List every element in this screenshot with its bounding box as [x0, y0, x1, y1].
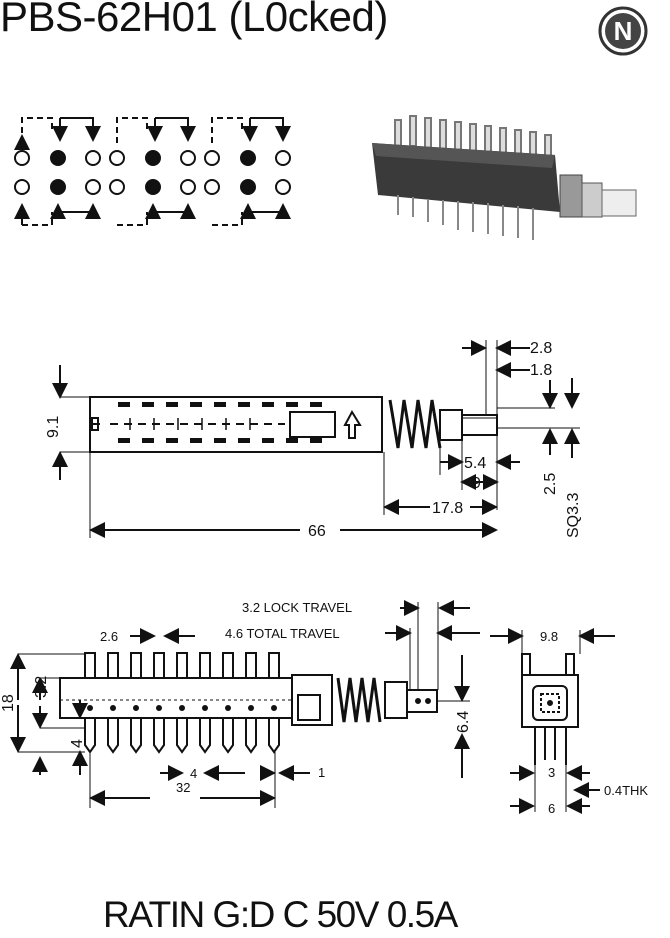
dim-side-2-5: 2.5	[542, 473, 559, 495]
dim-side-1-8: 1.8	[530, 362, 552, 379]
dim-side-2-8: 2.8	[530, 340, 552, 357]
brand-logo: N	[598, 6, 648, 56]
dim-end-0-4-thk: 0.4THK	[604, 783, 648, 798]
dim-front-4-vertical: 4	[69, 739, 86, 748]
side-terminals-bottom	[118, 438, 322, 443]
front-spring	[336, 677, 382, 723]
dim-front-3-2: 3.2	[33, 676, 50, 698]
dim-side-9: 9	[472, 475, 481, 492]
schematic-group-1	[14, 117, 101, 226]
product-photo	[372, 115, 637, 240]
dim-side-66: 66	[308, 523, 326, 540]
front-view	[10, 600, 480, 808]
dim-end-6: 6	[548, 801, 555, 816]
dim-side-9-1: 9.1	[45, 416, 62, 438]
dim-front-2-6: 2.6	[100, 629, 118, 644]
schematic-group-2	[109, 117, 196, 226]
dim-front-4: 4	[190, 766, 197, 781]
dim-side-sq3-3: SQ3.3	[565, 493, 582, 538]
dim-front-32: 32	[176, 780, 190, 795]
lock-travel-label: 3.2 LOCK TRAVEL	[242, 600, 352, 615]
schematic-group-3	[204, 117, 291, 226]
total-travel-label: 4.6 TOTAL TRAVEL	[225, 626, 340, 641]
rating-label: RATIN G:D C 50V 0.5A	[103, 894, 458, 935]
dim-end-9-8: 9.8	[540, 629, 558, 644]
dim-front-6-4: 6.4	[455, 711, 472, 733]
end-body	[521, 674, 579, 728]
front-top-pins	[84, 652, 280, 679]
part-title: PBS-62H01 (L0cked)	[0, 0, 388, 40]
dim-side-5-4: 5.4	[464, 455, 486, 472]
switch-schematic	[14, 117, 291, 226]
side-terminals-top	[118, 402, 322, 407]
logo-letter: N	[614, 16, 633, 46]
dim-end-3: 3	[548, 765, 555, 780]
dim-side-17-8: 17.8	[432, 500, 463, 517]
front-body	[59, 677, 293, 719]
side-spring	[388, 399, 442, 449]
end-view	[490, 628, 615, 814]
side-view	[52, 340, 580, 538]
front-bottom-pins	[84, 718, 280, 754]
dim-front-1: 1	[318, 765, 325, 780]
dim-front-18: 18	[0, 694, 17, 712]
